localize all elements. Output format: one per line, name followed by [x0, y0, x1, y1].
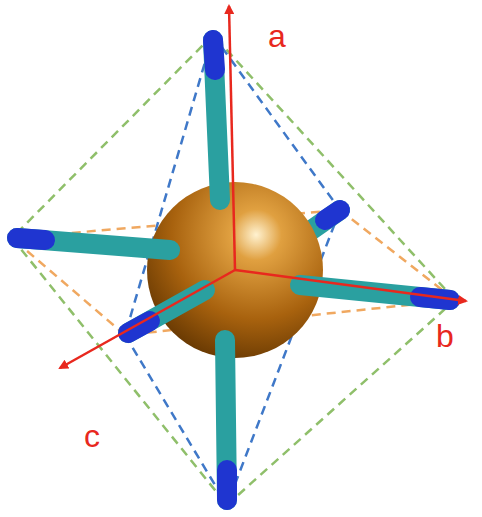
bonds — [17, 40, 450, 500]
axis-label: a — [268, 20, 286, 52]
axis-label: b — [436, 320, 454, 352]
dashed-outline — [12, 35, 455, 505]
axes — [60, 6, 466, 368]
axis-label: c — [84, 420, 100, 452]
